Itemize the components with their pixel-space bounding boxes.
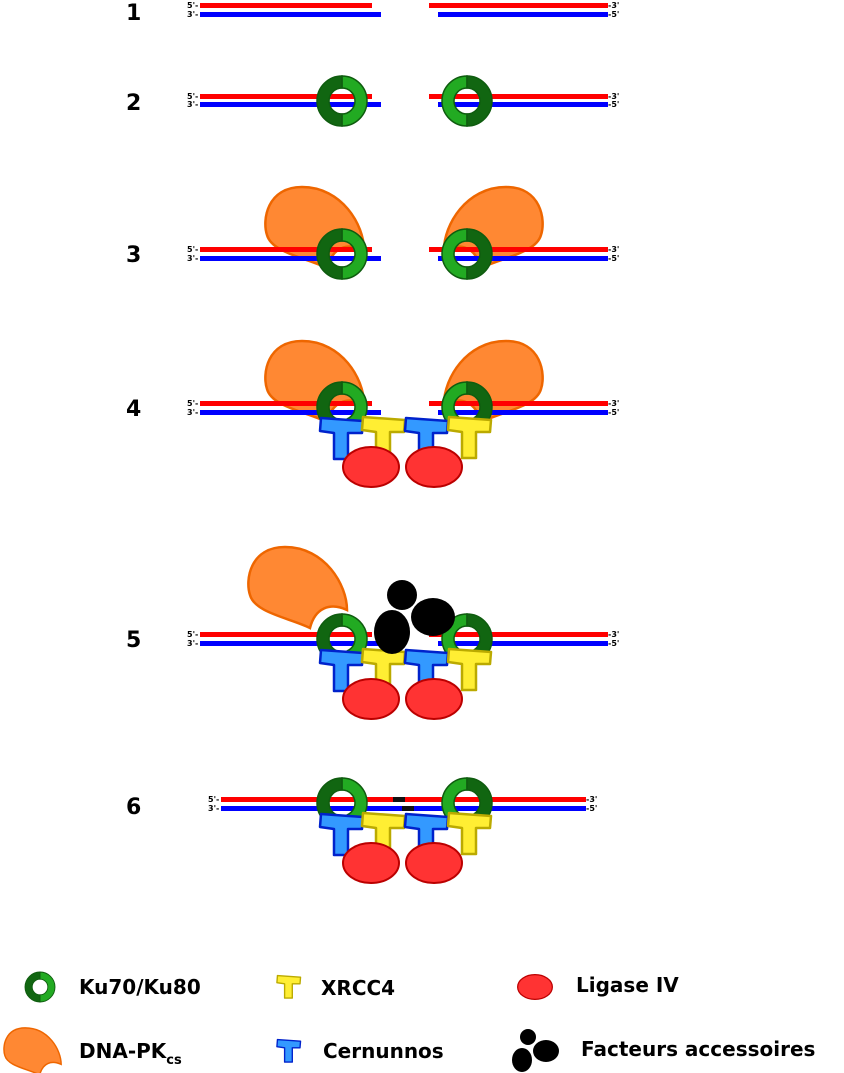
ligase-icon bbox=[405, 842, 463, 884]
label-3-prime-right: -3' bbox=[586, 795, 597, 804]
strand-bottom-right bbox=[438, 102, 608, 107]
strand-bottom-left bbox=[200, 256, 381, 261]
label-5-prime-right: -5' bbox=[608, 639, 619, 648]
label-3-prime-right: -3' bbox=[608, 399, 619, 408]
strand-bottom-right bbox=[438, 410, 608, 415]
step-number-5: 5 bbox=[126, 628, 141, 653]
junction-top bbox=[393, 797, 405, 802]
ku-ring-icon bbox=[316, 75, 368, 127]
label-5-prime-right: -5' bbox=[608, 100, 619, 109]
ku-ring-icon bbox=[441, 228, 493, 280]
step-3-dna: 5'- 3'- -3' -5' bbox=[187, 185, 619, 280]
step-number-2: 2 bbox=[126, 91, 141, 116]
strand-bottom-left bbox=[200, 102, 381, 107]
strand-top-left bbox=[200, 247, 372, 252]
ligase-icon bbox=[342, 446, 400, 488]
strand-top-left bbox=[200, 401, 372, 406]
label-3-prime-right: -3' bbox=[608, 1, 619, 10]
strand-top-right bbox=[429, 3, 608, 8]
step-2-dna: 5'- 3'- -3' -5' bbox=[187, 75, 619, 127]
strand-top-left bbox=[200, 94, 372, 99]
legend-cernunnos-label: Cernunnos bbox=[323, 1039, 444, 1063]
ligase-icon bbox=[405, 678, 463, 720]
label-5-prime-left: 5'- bbox=[187, 399, 198, 408]
legend-ligase-icon bbox=[517, 973, 553, 1001]
label-5-prime-left: 5'- bbox=[208, 795, 219, 804]
legend-accessory-label: Facteurs accessoires bbox=[581, 1037, 815, 1061]
strand-top-right bbox=[429, 401, 608, 406]
step-number-1: 1 bbox=[126, 1, 141, 26]
label-5-prime-right: -5' bbox=[608, 408, 619, 417]
step-number-6: 6 bbox=[126, 795, 141, 820]
strand-bottom-right bbox=[438, 256, 608, 261]
label-3-prime-left: 3'- bbox=[187, 254, 198, 263]
step-1-dna: 5'- 3'- -3' -5' bbox=[187, 1, 619, 19]
legend-xrcc4-label: XRCC4 bbox=[321, 976, 395, 1000]
label-5-prime-left: 5'- bbox=[187, 630, 198, 639]
step-number-3: 3 bbox=[126, 243, 141, 268]
legend: Ku70/Ku80 XRCC4 Ligase IV DNA-PKcs Cernu… bbox=[3, 971, 815, 1073]
dnapk-icon bbox=[264, 185, 366, 270]
step-6-dna: 5'- 3'- -3' -5' bbox=[208, 777, 597, 884]
xrcc4-icon bbox=[446, 647, 493, 692]
strand-top-left bbox=[200, 3, 372, 8]
dnapk-icon bbox=[442, 339, 544, 424]
ligase-icon bbox=[342, 842, 400, 884]
strand-bottom-left bbox=[200, 410, 381, 415]
ku-ring-icon bbox=[316, 228, 368, 280]
legend-dnapk-label: DNA-PKcs bbox=[79, 1039, 182, 1068]
ligase-icon bbox=[405, 446, 463, 488]
xrcc4-icon bbox=[446, 415, 493, 460]
label-3-prime-left: 3'- bbox=[208, 804, 219, 813]
strand-top-right bbox=[429, 632, 608, 637]
dnapk-icon bbox=[264, 339, 366, 424]
label-5-prime-left: 5'- bbox=[187, 245, 198, 254]
ku-ring-icon bbox=[441, 75, 493, 127]
strand-bottom-right bbox=[438, 641, 608, 646]
step-number-4: 4 bbox=[126, 397, 141, 422]
step-4-dna: 5'- 3'- -3' -5' bbox=[187, 339, 619, 488]
strand-top-right bbox=[429, 247, 608, 252]
label-5-prime-left: 5'- bbox=[187, 1, 198, 10]
legend-dnapk-icon bbox=[3, 1027, 62, 1073]
label-3-prime-left: 3'- bbox=[187, 10, 198, 19]
label-3-prime-right: -3' bbox=[608, 92, 619, 101]
dnapk-icon bbox=[442, 185, 544, 270]
accessory-factors-icon bbox=[374, 580, 455, 654]
legend-ligase-label: Ligase IV bbox=[576, 973, 679, 997]
xrcc4-icon bbox=[446, 811, 493, 856]
label-3-prime-left: 3'- bbox=[187, 100, 198, 109]
strand-top-left bbox=[200, 632, 372, 637]
ligase-icon bbox=[342, 678, 400, 720]
junction-bottom bbox=[402, 806, 414, 811]
strand-bottom-right bbox=[438, 12, 608, 17]
label-3-prime-right: -3' bbox=[608, 630, 619, 639]
legend-cernunnos-icon bbox=[276, 1038, 302, 1063]
label-3-prime-left: 3'- bbox=[187, 408, 198, 417]
legend-ku-icon bbox=[24, 971, 56, 1003]
label-5-prime-left: 5'- bbox=[187, 92, 198, 101]
legend-dnapk-subscript: cs bbox=[166, 1053, 182, 1068]
strand-bottom-left bbox=[200, 641, 381, 646]
label-3-prime-left: 3'- bbox=[187, 639, 198, 648]
strand-bottom-left bbox=[200, 12, 381, 17]
label-3-prime-right: -3' bbox=[608, 245, 619, 254]
legend-accessory-icon bbox=[512, 1029, 559, 1072]
strand-top-right bbox=[429, 94, 608, 99]
legend-xrcc4-icon bbox=[276, 974, 302, 999]
legend-ku-label: Ku70/Ku80 bbox=[79, 975, 201, 999]
label-5-prime-right: -5' bbox=[608, 10, 619, 19]
label-5-prime-right: -5' bbox=[608, 254, 619, 263]
label-5-prime-right: -5' bbox=[586, 804, 597, 813]
step-5-dna: 5'- 3'- -3' -5' bbox=[187, 545, 619, 720]
